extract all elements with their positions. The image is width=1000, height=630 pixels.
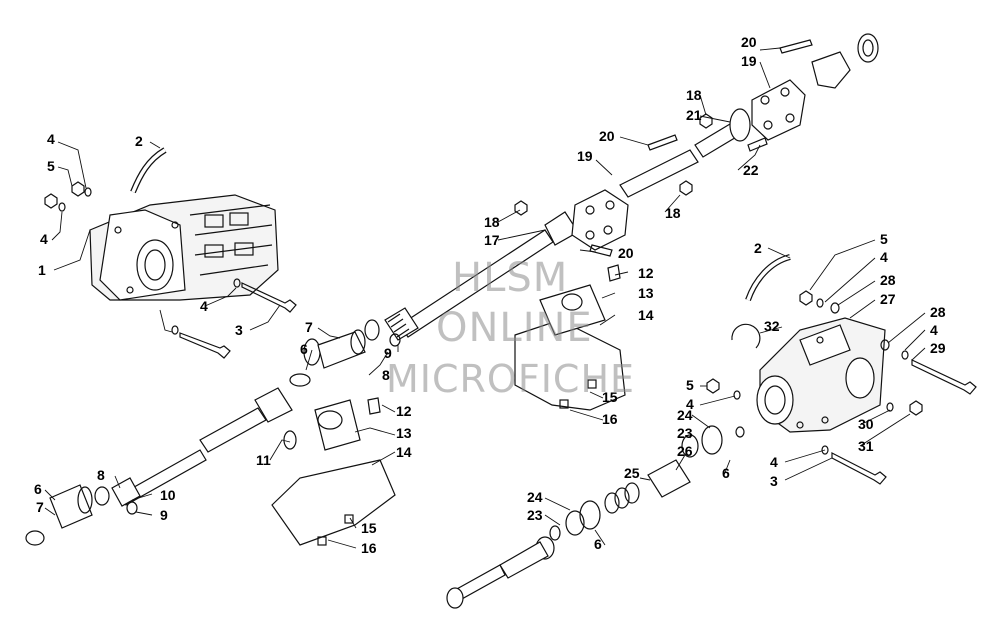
callout-16: 16	[602, 411, 618, 427]
callout-18: 18	[484, 214, 500, 230]
upper-coupler-flange	[571, 108, 751, 251]
callout-22: 22	[743, 162, 759, 178]
callout-4f: 4	[686, 396, 694, 412]
lower-driveshaft	[111, 387, 297, 507]
callout-19: 19	[577, 148, 593, 164]
snap-ring	[731, 323, 761, 349]
callout-8b: 8	[97, 467, 105, 483]
callout-6b: 6	[34, 481, 42, 497]
bolts-and-nuts-upper	[514, 39, 813, 257]
rear-pinion-assembly	[446, 425, 745, 609]
callout-15b: 15	[361, 520, 377, 536]
lower-boot-assembly	[25, 484, 138, 546]
front-driveshaft	[384, 211, 579, 341]
callout-32: 32	[764, 318, 780, 334]
callout-14b: 14	[396, 444, 412, 460]
callout-6d: 6	[594, 536, 602, 552]
callout-30: 30	[858, 416, 874, 432]
callout-15: 15	[602, 389, 618, 405]
callout-28: 28	[880, 272, 896, 288]
callout-13: 13	[638, 285, 654, 301]
callout-5: 5	[47, 158, 55, 174]
callout-23b: 23	[527, 507, 543, 523]
callout-16b: 16	[361, 540, 377, 556]
callout-13b: 13	[396, 425, 412, 441]
callout-5c: 5	[686, 377, 694, 393]
upper-flex-coupler	[751, 33, 879, 141]
callout-25: 25	[624, 465, 640, 481]
callout-labels: 1 2 2 3 3 4 4 4 4 4 4 4 5 5 5 6 6 6 6 7 …	[34, 34, 946, 556]
callout-10: 10	[160, 487, 176, 503]
upper-carrier-bracket	[514, 264, 626, 411]
vent-hose-right	[745, 254, 791, 302]
callout-23: 23	[677, 425, 693, 441]
callout-18b: 18	[665, 205, 681, 221]
callout-2: 2	[135, 133, 143, 149]
callout-19b: 19	[741, 53, 757, 69]
callout-8: 8	[382, 367, 390, 383]
callout-18c: 18	[686, 87, 702, 103]
front-boot-assembly	[289, 319, 401, 387]
front-gear-case	[89, 194, 279, 301]
left-hardware	[44, 181, 297, 359]
right-hardware	[706, 290, 977, 485]
callout-24b: 24	[527, 489, 543, 505]
callout-4c: 4	[200, 298, 208, 314]
callout-4g: 4	[770, 454, 778, 470]
vent-hose-left	[130, 147, 167, 194]
callout-21: 21	[686, 107, 702, 123]
callout-28b: 28	[930, 304, 946, 320]
callout-12b: 12	[396, 403, 412, 419]
callout-7: 7	[305, 319, 313, 335]
callout-11: 11	[256, 452, 271, 468]
callout-20: 20	[599, 128, 615, 144]
callout-1: 1	[38, 262, 46, 278]
callout-29: 29	[930, 340, 946, 356]
callout-20c: 20	[741, 34, 757, 50]
callout-24: 24	[677, 407, 693, 423]
lower-carrier-bracket	[271, 379, 597, 546]
callout-4d: 4	[880, 249, 888, 265]
callout-3b: 3	[770, 473, 778, 489]
callout-9: 9	[384, 345, 392, 361]
callout-6c: 6	[722, 465, 730, 481]
callout-31: 31	[858, 438, 874, 454]
callout-4: 4	[47, 131, 55, 147]
callout-20b: 20	[618, 245, 634, 261]
callout-2b: 2	[754, 240, 762, 256]
callout-14: 14	[638, 307, 654, 323]
callout-26: 26	[677, 443, 693, 459]
leader-lines	[44, 47, 926, 549]
callout-17: 17	[484, 232, 500, 248]
callout-7b: 7	[36, 499, 44, 515]
callout-27: 27	[880, 291, 896, 307]
callout-9b: 9	[160, 507, 168, 523]
callout-4b: 4	[40, 231, 48, 247]
callout-5b: 5	[880, 231, 888, 247]
callout-6: 6	[300, 341, 308, 357]
callout-3: 3	[235, 322, 243, 338]
callout-4e: 4	[930, 322, 938, 338]
rear-differential	[756, 317, 886, 433]
callout-12: 12	[638, 265, 654, 281]
